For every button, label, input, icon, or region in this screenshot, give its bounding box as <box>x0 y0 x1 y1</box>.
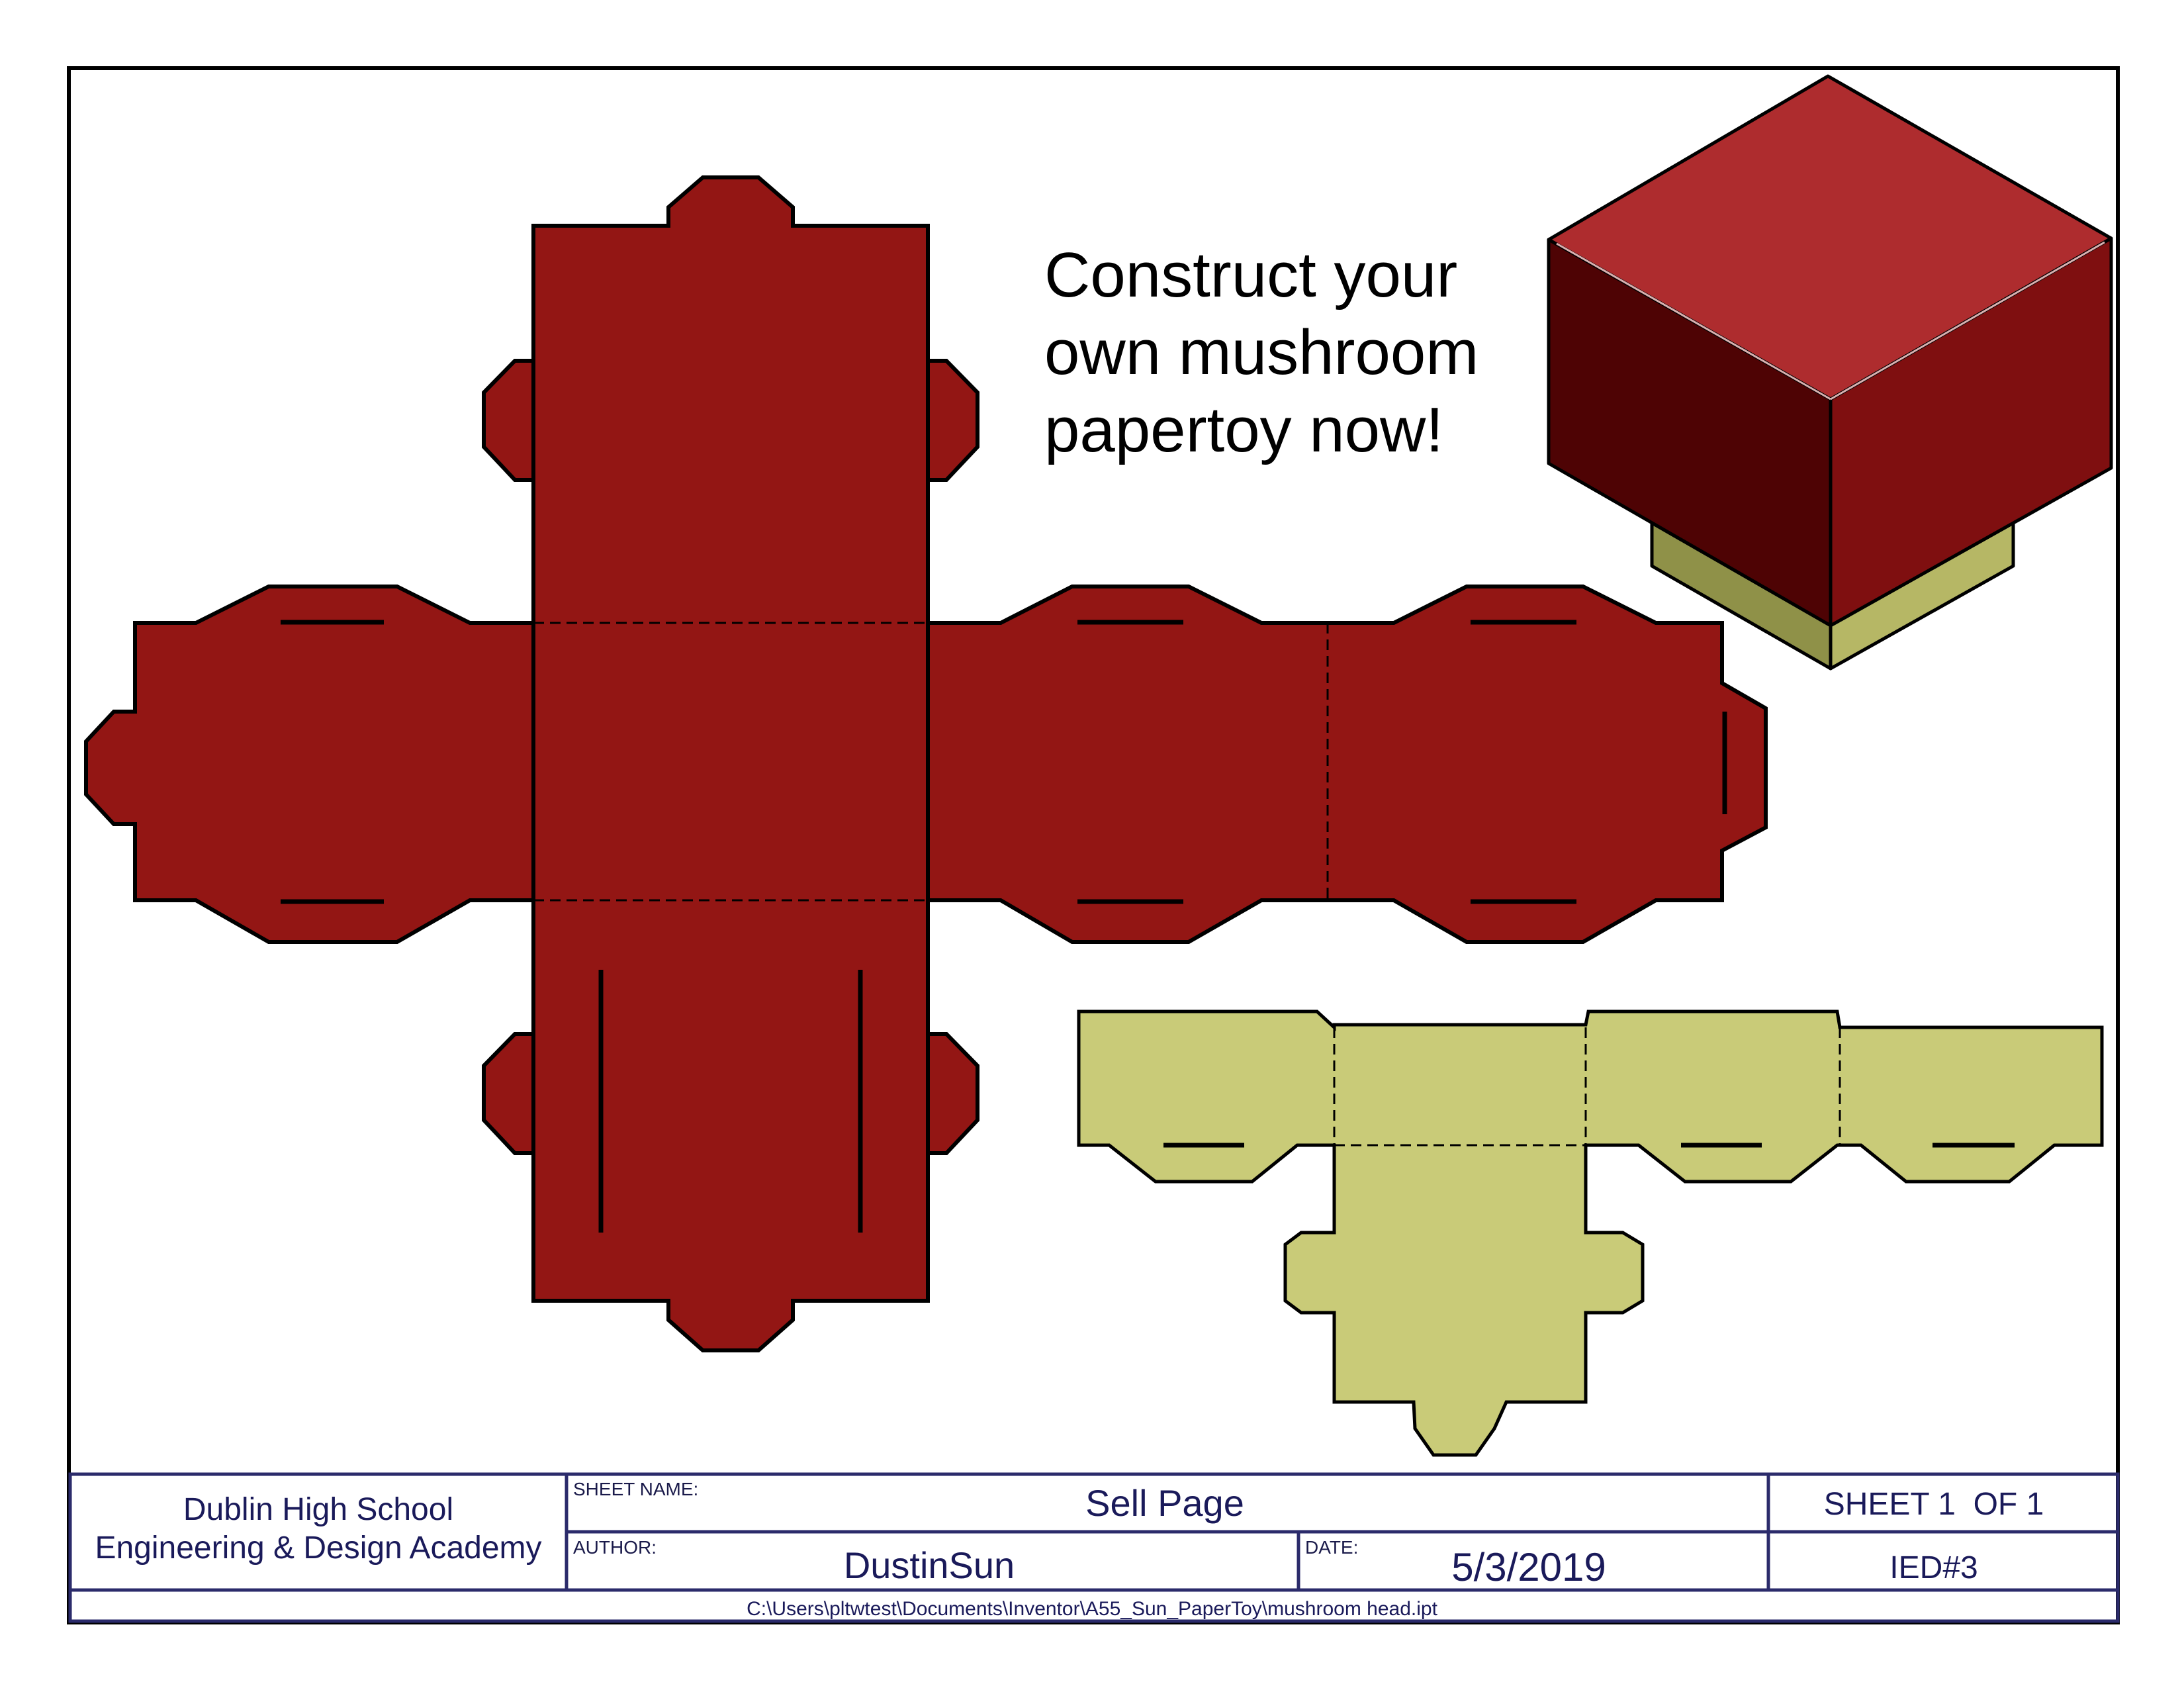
cap-net <box>84 175 1768 1352</box>
assembled-mushroom-3d <box>1547 74 2113 671</box>
cap-net-vertical-strip <box>531 175 930 1352</box>
cap-slots <box>281 620 1727 1233</box>
cap-fold-lines <box>532 622 1329 902</box>
cube-edge-highlights <box>1556 241 2105 400</box>
title-block <box>68 1472 2120 1623</box>
sheet-number: SHEET 1 OF 1 <box>1824 1487 2044 1522</box>
date-label: DATE: <box>1305 1537 1358 1558</box>
cap-tab-upper-right <box>926 359 979 482</box>
stem-fold-lines <box>1333 1027 1841 1147</box>
cap-net-left-panel <box>84 585 535 944</box>
cap-tab-lower-right <box>926 1032 979 1155</box>
title-block-text: Dublin High School Engineering & Design … <box>95 1479 2044 1620</box>
school-name-line-1: Dublin High School <box>183 1492 453 1527</box>
stem-net-body <box>1077 1009 2104 1457</box>
caption: Construct your own mushroom papertoy now… <box>1044 240 1479 465</box>
date-value: 5/3/2019 <box>1451 1545 1606 1589</box>
cap-tab-upper-left <box>482 359 535 482</box>
school-name-line-2: Engineering & Design Academy <box>95 1530 541 1566</box>
sheet-name-label: SHEET NAME: <box>573 1479 698 1499</box>
author-value: DustinSun <box>844 1544 1015 1586</box>
caption-line-3: papertoy now! <box>1044 395 1443 465</box>
caption-line-2: own mushroom <box>1044 317 1479 388</box>
cap-tab-lower-left <box>482 1032 535 1155</box>
author-label: AUTHOR: <box>573 1537 657 1558</box>
file-path: C:\Users\pltwtest\Documents\Inventor\A55… <box>747 1598 1438 1620</box>
cap-net-right-panels <box>926 585 1768 944</box>
sheet-name-value: Sell Page <box>1085 1482 1244 1524</box>
stem-net <box>1077 1009 2104 1457</box>
project-id: IED#3 <box>1889 1550 1978 1585</box>
caption-line-1: Construct your <box>1044 240 1457 310</box>
